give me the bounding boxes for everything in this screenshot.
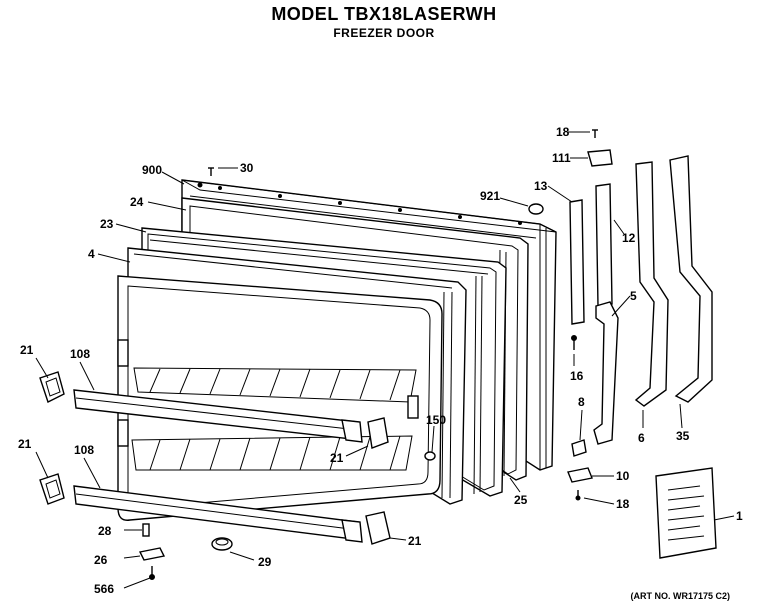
- callout-24: 24: [130, 195, 144, 209]
- screw-16: [571, 335, 577, 350]
- callout-21-right-upper: 21: [330, 451, 344, 465]
- handle-35: [669, 155, 713, 403]
- callout-10: 10: [616, 469, 630, 483]
- callout-21-right-lower: 21: [408, 534, 422, 548]
- callout-labels: 900 30 24 23 4 921 13 12 18 111 5 16 8 6…: [18, 125, 743, 596]
- upper-shelf-bar: [73, 389, 363, 443]
- inner-liner-body: [117, 275, 443, 521]
- bracket-5: [593, 301, 619, 445]
- callout-921: 921: [480, 189, 500, 203]
- callout-21-left-upper: 21: [20, 343, 34, 357]
- callout-23: 23: [100, 217, 114, 231]
- shelf-end-cap-right-lower: [365, 511, 391, 545]
- callout-18-top: 18: [556, 125, 570, 139]
- callout-26: 26: [94, 553, 108, 567]
- handle-6: [634, 161, 669, 407]
- shelf-end-cap-right-upper: [367, 417, 389, 449]
- callout-1: 1: [736, 509, 743, 523]
- callout-29: 29: [258, 555, 272, 569]
- plug-150: [424, 451, 436, 461]
- part-28: [142, 523, 150, 537]
- shelf-end-cap-left-lower: [39, 473, 65, 505]
- callout-18-bottom: 18: [616, 497, 630, 511]
- screw-30: [208, 167, 214, 176]
- screw-18-top: [592, 129, 598, 138]
- leader-lines: [35, 131, 735, 589]
- shelf-end-cap-left-upper: [39, 371, 65, 403]
- screw-566: [149, 566, 155, 580]
- callout-35: 35: [676, 429, 690, 443]
- screw-18-bottom: [575, 490, 581, 501]
- callout-13: 13: [534, 179, 548, 193]
- callout-6: 6: [638, 431, 645, 445]
- callout-30: 30: [240, 161, 254, 175]
- hinge-cover-13: [569, 199, 585, 325]
- hinge-10: [567, 467, 593, 483]
- callout-21-left-lower: 21: [18, 437, 32, 451]
- callout-4: 4: [88, 247, 95, 261]
- manual-booklet-1: [655, 467, 717, 559]
- callout-108-upper: 108: [70, 347, 90, 361]
- callout-150: 150: [426, 413, 446, 427]
- lower-shelf-bar: [73, 485, 363, 543]
- callout-25: 25: [514, 493, 528, 507]
- callout-566: 566: [94, 582, 114, 596]
- part-8: [571, 439, 587, 457]
- callout-111: 111: [552, 151, 571, 165]
- callout-108-lower: 108: [74, 443, 94, 457]
- callout-8: 8: [578, 395, 585, 409]
- callout-16: 16: [570, 369, 584, 383]
- callout-28: 28: [98, 524, 112, 538]
- bracket-26: [138, 547, 166, 561]
- callout-12: 12: [622, 231, 636, 245]
- art-number: (ART NO. WR17175 C2): [630, 591, 730, 601]
- plug-921: [528, 203, 544, 215]
- model-title: MODEL TBX18LASERWH: [271, 4, 497, 24]
- diagram-subtitle: FREEZER DOOR: [333, 26, 435, 40]
- hinge-cover-12: [595, 183, 613, 307]
- bumper-29: [211, 537, 233, 551]
- callout-900: 900: [142, 163, 162, 177]
- hinge-111: [587, 149, 613, 167]
- callout-5: 5: [630, 289, 637, 303]
